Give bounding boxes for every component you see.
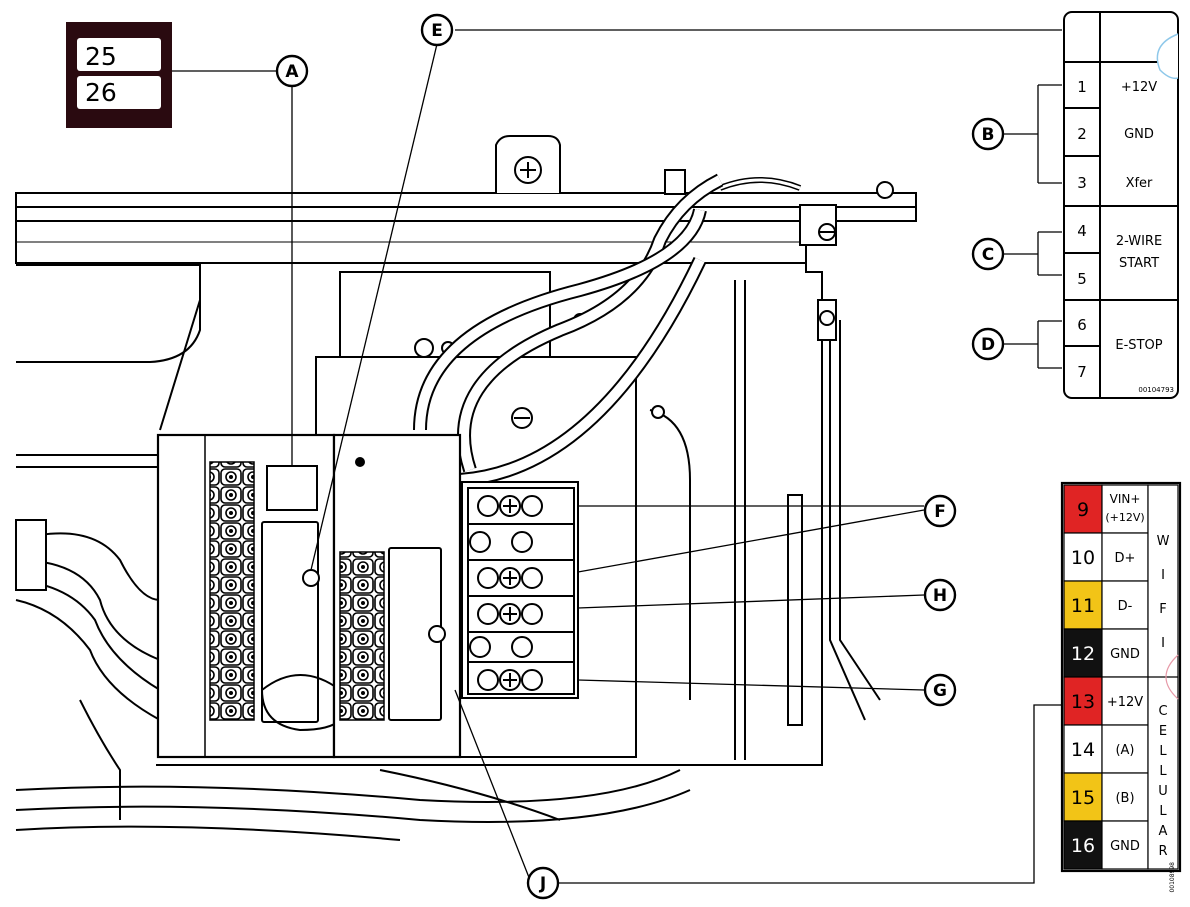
connector-pin-label: VIN+ <box>1110 492 1141 506</box>
connector-group-cellular-letter: U <box>1158 784 1168 799</box>
left-terminal-enclosure <box>156 433 346 759</box>
callout-e: E <box>431 21 443 41</box>
connector-pin-label: D- <box>1118 599 1133 614</box>
connector-group-cellular-letter: E <box>1159 724 1167 739</box>
connector-num-cell <box>1063 772 1103 822</box>
connector-pin-label: +12V <box>1107 695 1143 710</box>
connector-pin-number: 10 <box>1071 547 1095 569</box>
connector-pin-label: GND <box>1110 839 1140 854</box>
connector-group-cellular-letter: R <box>1158 844 1167 859</box>
connector-label-cell <box>1101 580 1149 630</box>
connector-num-cell <box>1063 820 1103 870</box>
terminal-label-xfer: Xfer <box>1126 176 1153 191</box>
callout-h: H <box>933 586 947 606</box>
connector-num-cell <box>1063 580 1103 630</box>
connector-label-cell <box>1101 772 1149 822</box>
callout-f: F <box>934 502 946 522</box>
right-terminal-enclosure <box>332 433 462 759</box>
connector-pin-number: 11 <box>1071 595 1095 617</box>
connector-part-number: 00108998 <box>1169 862 1176 893</box>
connector-group-cellular-letter: C <box>1158 704 1167 719</box>
connector-label-cell <box>1101 820 1149 870</box>
terminal-num-2: 2 <box>1077 125 1087 143</box>
callout-b: B <box>982 125 995 145</box>
terminal-num-7: 7 <box>1077 363 1087 381</box>
callout-a: A <box>285 62 299 82</box>
inset-label-top: 25 <box>85 42 117 71</box>
connector-group-cellular-letter: L <box>1159 804 1167 819</box>
connector-label-cell <box>1101 676 1149 726</box>
terminal-strip <box>461 481 579 699</box>
terminal-label-card <box>1063 11 1179 399</box>
connector-label-cell <box>1101 532 1149 582</box>
callout-c: C <box>982 245 994 265</box>
connector-pin-label: GND <box>1110 647 1140 662</box>
callout-j: J <box>539 874 546 894</box>
connector-pin-label: (A) <box>1115 743 1134 758</box>
connector-group-wifi-letter: F <box>1159 602 1166 617</box>
connector-pin-number: 14 <box>1071 739 1095 761</box>
terminal-num-3: 3 <box>1077 174 1087 192</box>
terminal-row-1 <box>467 487 575 525</box>
terminal-part-number: 00104793 <box>1138 386 1174 394</box>
terminal-num-4: 4 <box>1077 222 1087 240</box>
connector-pin-number: 15 <box>1071 787 1095 809</box>
connector-pin-number: 16 <box>1071 835 1095 857</box>
callout-circles <box>275 13 1005 900</box>
connector-pin-label: D+ <box>1115 551 1136 566</box>
connector-group-cellular-letter: A <box>1159 824 1168 839</box>
terminal-label-gnd: GND <box>1124 127 1154 142</box>
leader-lines <box>172 29 1066 884</box>
terminal-label-12v: +12V <box>1121 80 1157 95</box>
connector-num-cell <box>1063 676 1103 726</box>
terminal-num-5: 5 <box>1077 270 1087 288</box>
terminal-label-estop: E-STOP <box>1115 338 1162 353</box>
connector-label-cell <box>1101 484 1149 534</box>
label-inset <box>66 22 172 128</box>
callout-g: G <box>933 681 947 701</box>
callout-d: D <box>981 335 995 355</box>
connector-group-wifi-letter: W <box>1157 534 1170 549</box>
connector-group-cellular-letter: L <box>1159 744 1167 759</box>
connector-group-wifi-letter: I <box>1161 568 1165 583</box>
terminal-num-6: 6 <box>1077 316 1087 334</box>
terminal-num-1: 1 <box>1077 78 1087 96</box>
connector-group-wifi-letter: I <box>1161 636 1165 651</box>
terminal-label-2wire: 2-WIRE <box>1116 234 1162 249</box>
connector-pin-number: 13 <box>1071 691 1095 713</box>
terminal-label-start: START <box>1119 256 1159 271</box>
connector-label-cell <box>1101 628 1149 678</box>
connector-pin-label-sub: (+12V) <box>1105 511 1144 524</box>
connector-pin-label: (B) <box>1115 791 1134 806</box>
connector-group-cellular-letter: L <box>1159 764 1167 779</box>
connector-pin-number: 12 <box>1071 643 1095 665</box>
connector-label-cell <box>1101 724 1149 774</box>
inset-label-bottom: 26 <box>85 78 117 107</box>
connector-pin-number: 9 <box>1077 499 1089 521</box>
